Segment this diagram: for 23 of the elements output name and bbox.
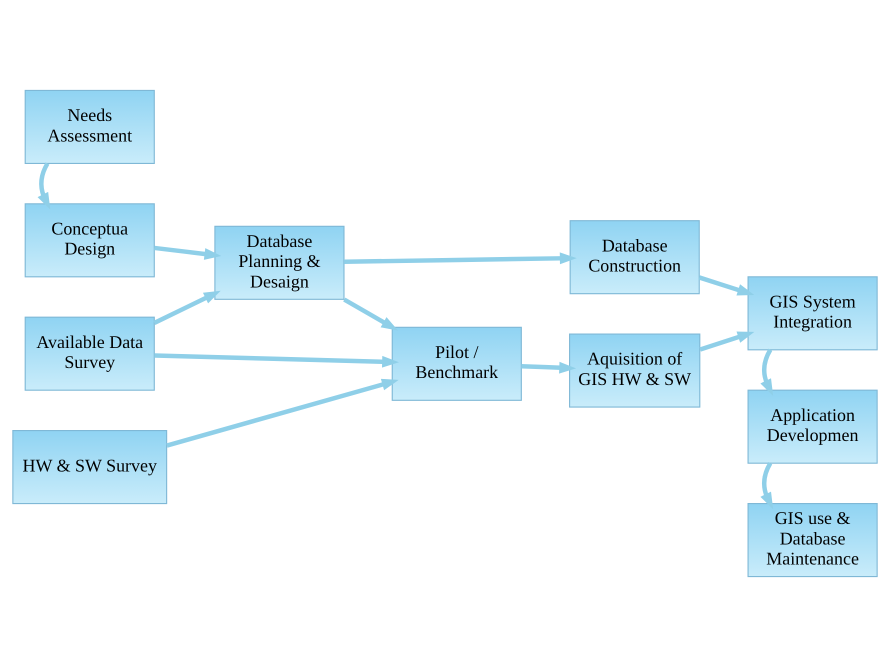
arrow [700,331,754,352]
node-box: Database Planning & Desaign [214,225,345,300]
node-box: GIS System Integration [748,276,878,350]
node-box: Application Developmen [748,389,878,464]
node-box: Pilot / Benchmark [392,326,522,400]
arrow [698,274,754,296]
node-box: Needs Assessment [24,89,155,164]
arrow [521,361,576,374]
node-box: HW & SW Survey [12,430,168,504]
node-box: Available Data Survey [24,316,155,390]
arrow [343,297,398,330]
arrow [154,245,222,260]
node-box: Database Construction [570,220,700,294]
arrow [760,462,774,509]
arrow [153,290,221,324]
arrow [166,378,399,448]
node-box: Conceptua Design [24,202,155,277]
node-box: Aquisition of GIS HW & SW [569,333,700,408]
arrow [154,352,400,368]
arrow [760,348,774,396]
node-box: GIS use & Database Maintenance [748,502,878,577]
arrow [38,162,50,210]
arrow [344,252,577,264]
